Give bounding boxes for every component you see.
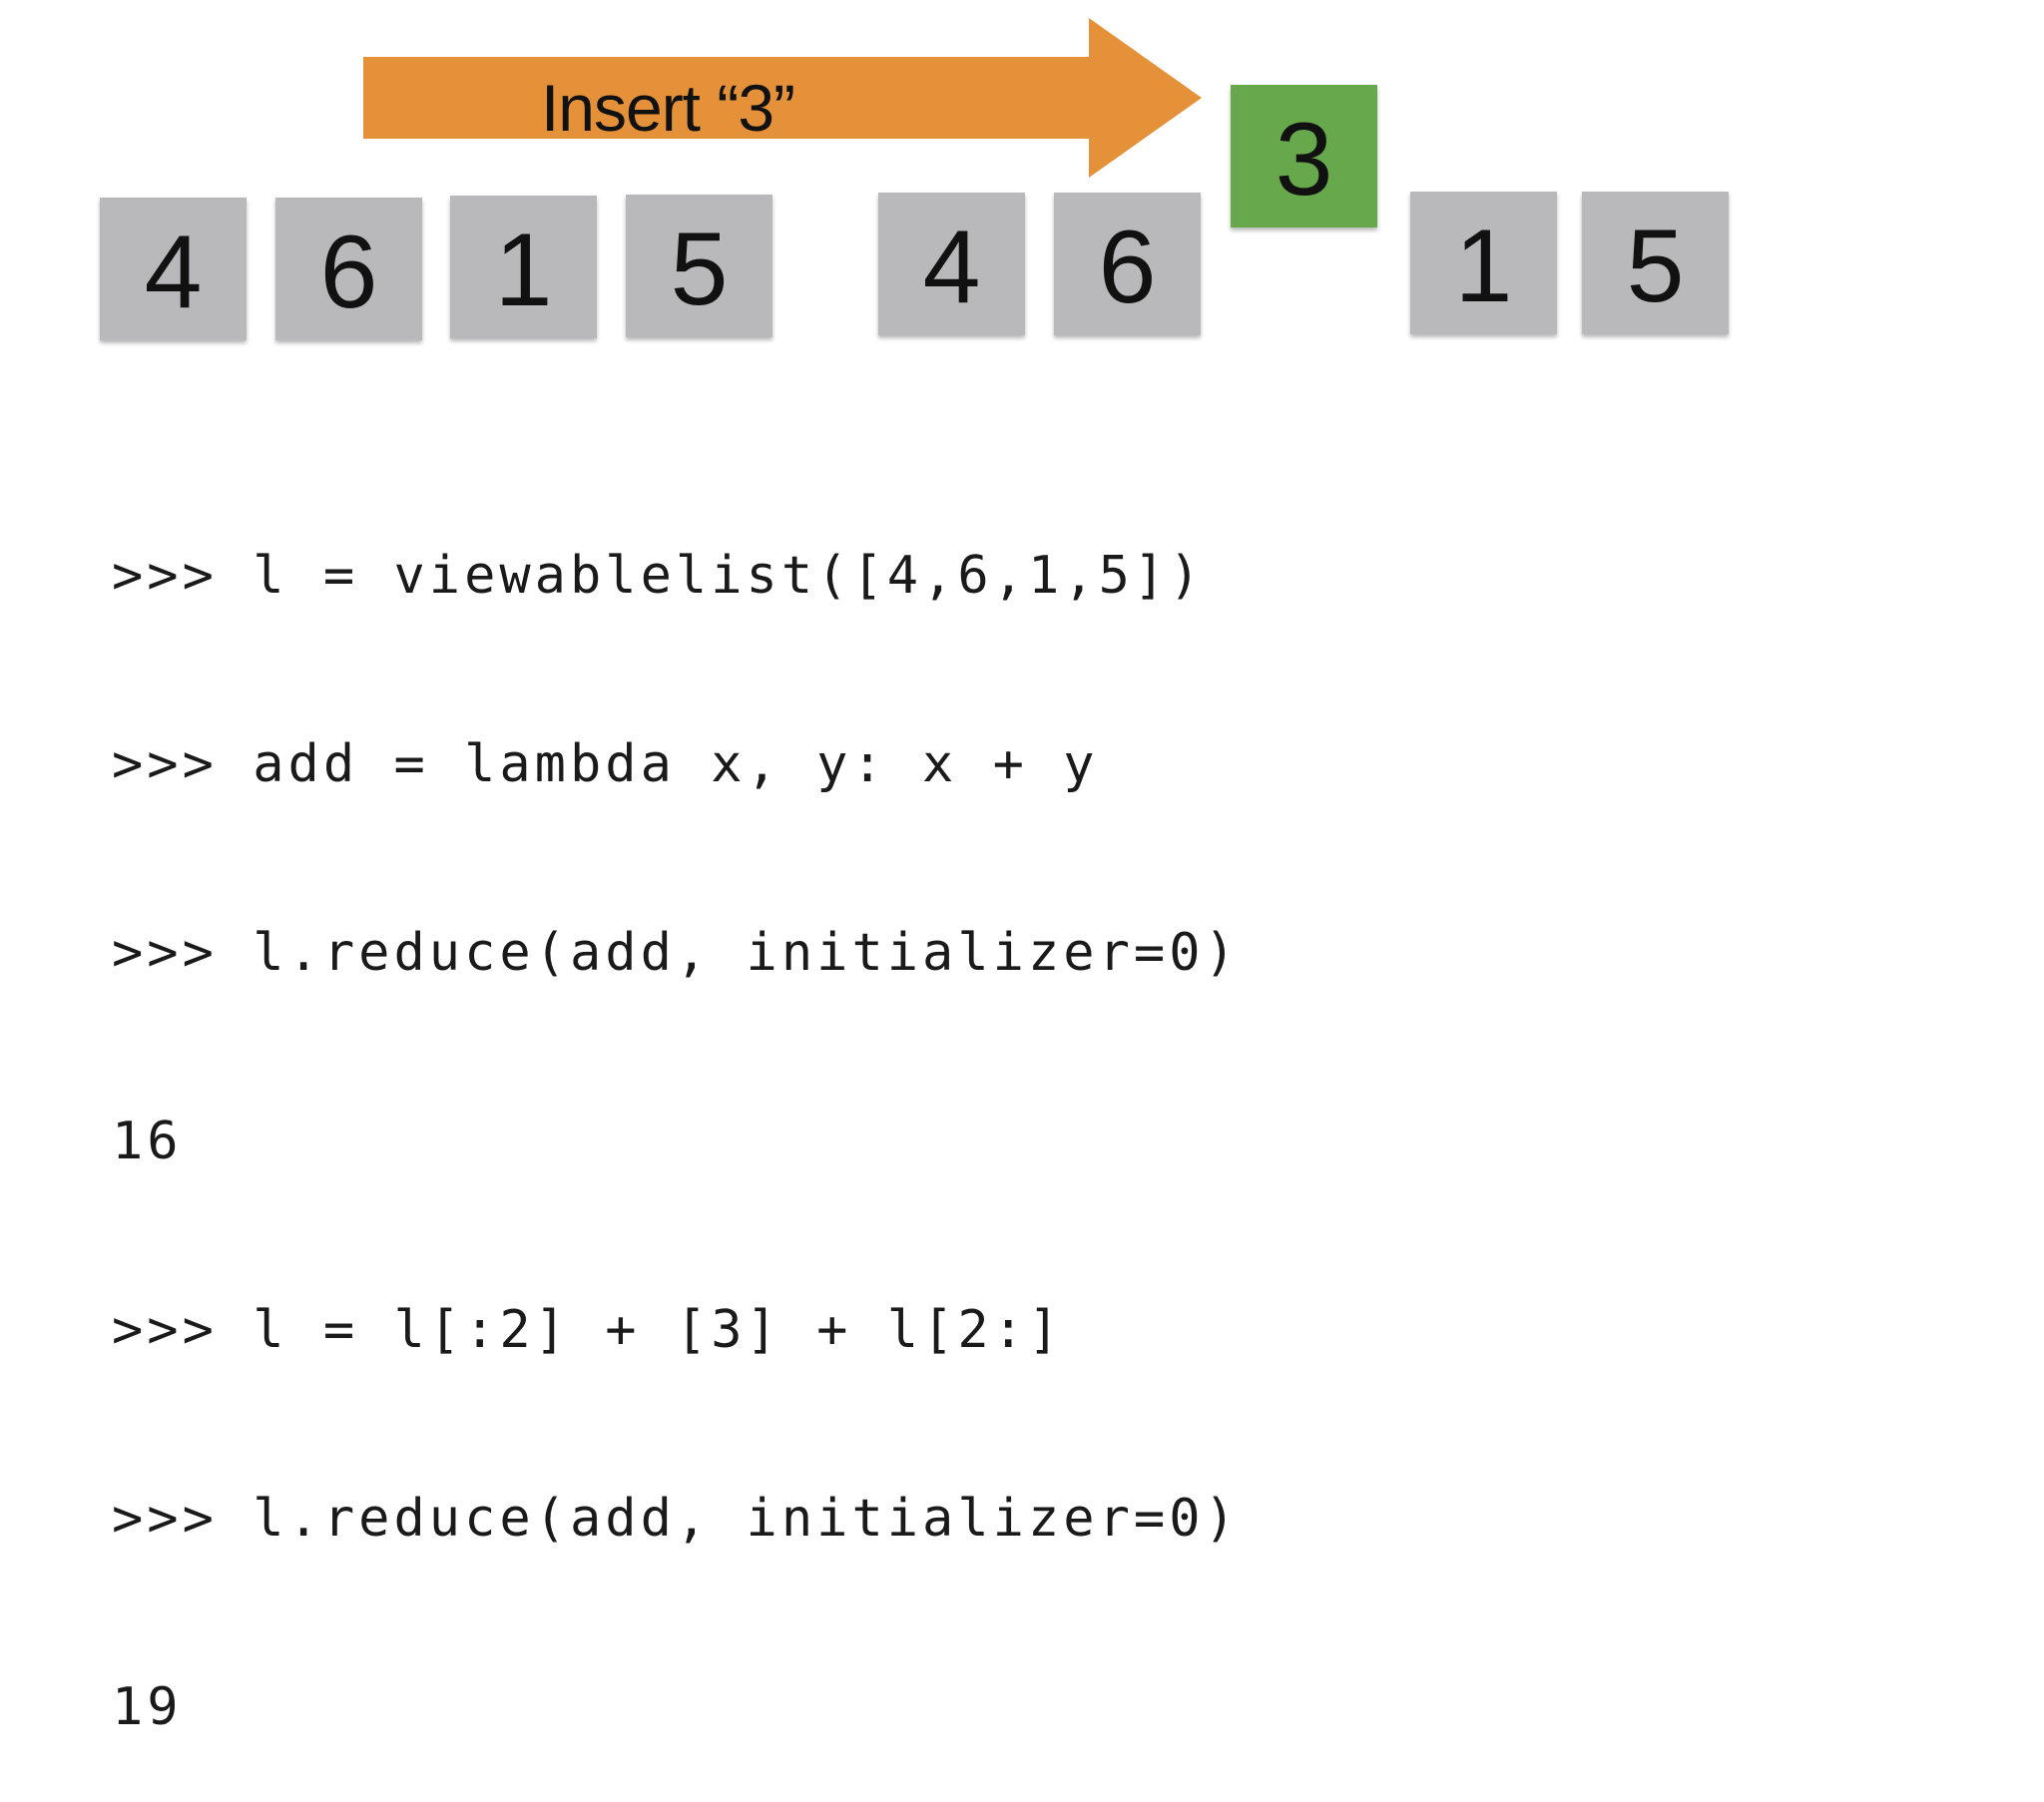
after-item-1-value: 4: [922, 209, 981, 325]
code-output-1: 16: [112, 1112, 183, 1171]
inserted-item: 3: [1231, 85, 1377, 227]
code-line-5: >>> l.reduce(add, initializer=0): [112, 1489, 1240, 1549]
arrow-shape: [363, 18, 1202, 178]
before-item-4: 5: [626, 195, 772, 337]
inserted-item-value: 3: [1275, 101, 1333, 218]
after-item-4-value: 5: [1626, 208, 1685, 324]
before-item-3: 1: [450, 196, 597, 338]
after-item-2-value: 6: [1098, 209, 1157, 325]
arrow-body: [363, 18, 1202, 178]
insert-arrow: Insert “3”: [363, 18, 1212, 180]
after-item-3-value: 1: [1454, 208, 1513, 324]
before-item-3-value: 1: [494, 212, 553, 328]
after-item-1: 4: [878, 193, 1025, 335]
arrow-label: Insert “3”: [540, 71, 795, 145]
before-item-1: 4: [100, 198, 247, 340]
after-item-4: 5: [1582, 192, 1729, 334]
code-line-3: >>> l.reduce(add, initializer=0): [112, 923, 1240, 983]
after-item-2: 6: [1054, 193, 1201, 335]
before-item-4-value: 5: [670, 211, 729, 327]
after-item-3: 1: [1410, 192, 1557, 334]
code-block: >>> l = viewablelist([4,6,1,5]) >>> add …: [112, 419, 1240, 1802]
code-line-4: >>> l = l[:2] + [3] + l[2:]: [112, 1300, 1064, 1360]
before-item-2-value: 6: [319, 214, 378, 330]
before-item-2: 6: [275, 198, 422, 340]
code-output-2: 19: [112, 1677, 183, 1737]
code-line-1: >>> l = viewablelist([4,6,1,5]): [112, 546, 1205, 606]
before-item-1-value: 4: [144, 214, 203, 330]
code-line-2: >>> add = lambda x, y: x + y: [112, 734, 1099, 794]
